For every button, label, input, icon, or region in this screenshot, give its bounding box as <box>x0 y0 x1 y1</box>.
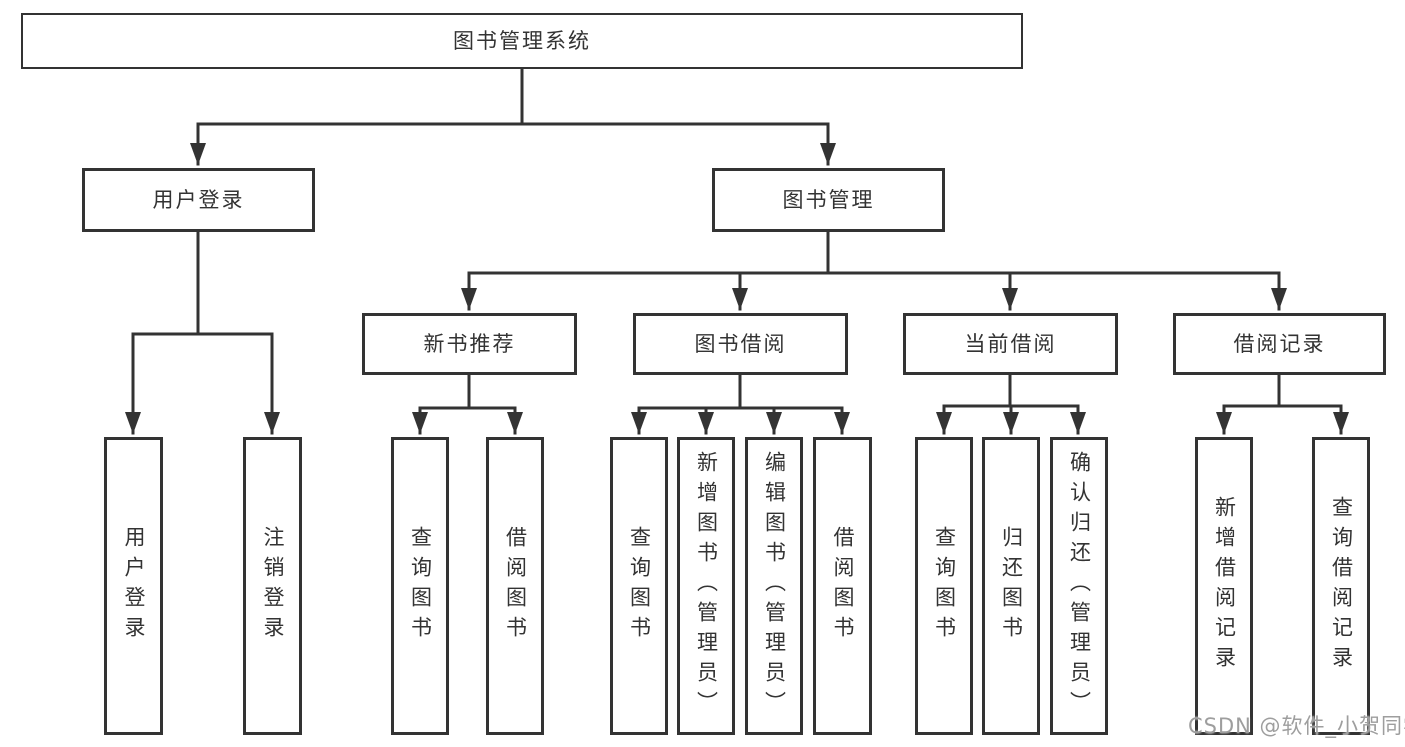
leaf-add-borrowing-record-label: 新增借阅记录 <box>1212 496 1237 676</box>
leaf-edit-books-admin: 编辑图书（管理员） <box>745 437 803 735</box>
leaf-user-login: 用户登录 <box>104 437 163 735</box>
leaf-edit-books-admin-label: 编辑图书（管理员） <box>762 451 787 721</box>
node-library-management-system: 图书管理系统 <box>21 13 1023 69</box>
leaf-logout-label: 注销登录 <box>261 526 285 646</box>
node-library-management-system-label: 图书管理系统 <box>453 28 591 53</box>
node-user-login-label: 用户登录 <box>152 187 245 212</box>
leaf-return-books: 归还图书 <box>982 437 1040 735</box>
node-book-management: 图书管理 <box>712 168 945 232</box>
node-book-management-label: 图书管理 <box>782 187 875 212</box>
leaf-confirm-return-admin-label: 确认归还（管理员） <box>1067 451 1092 721</box>
leaf-borrow-books-recommendation: 借阅图书 <box>486 437 544 735</box>
leaf-query-books-borrowing-label: 查询图书 <box>627 526 652 646</box>
leaf-query-books-recommendation: 查询图书 <box>391 437 449 735</box>
node-book-borrowing-label: 图书借阅 <box>694 331 787 356</box>
leaf-user-login-label: 用户登录 <box>122 526 146 646</box>
leaf-return-books-label: 归还图书 <box>999 526 1024 646</box>
leaf-borrow-books-label: 借阅图书 <box>831 526 855 646</box>
leaf-confirm-return-admin: 确认归还（管理员） <box>1050 437 1108 735</box>
leaf-query-books-recommendation-label: 查询图书 <box>408 526 433 646</box>
leaf-borrow-books: 借阅图书 <box>813 437 872 735</box>
node-user-login: 用户登录 <box>82 168 315 232</box>
node-borrowing-records: 借阅记录 <box>1173 313 1386 375</box>
leaf-query-books-current-label: 查询图书 <box>932 526 957 646</box>
node-book-borrowing: 图书借阅 <box>633 313 848 375</box>
node-borrowing-records-label: 借阅记录 <box>1233 331 1326 356</box>
leaf-query-borrowing-record: 查询借阅记录 <box>1312 437 1370 735</box>
leaf-query-books-current: 查询图书 <box>915 437 973 735</box>
leaf-add-borrowing-record: 新增借阅记录 <box>1195 437 1253 735</box>
node-current-borrowing-label: 当前借阅 <box>964 331 1057 356</box>
csdn-watermark: CSDN @软件_小贺同学 <box>1188 714 1405 738</box>
leaf-query-borrowing-record-label: 查询借阅记录 <box>1329 496 1354 676</box>
node-new-book-recommendation-label: 新书推荐 <box>423 331 516 356</box>
leaf-logout: 注销登录 <box>243 437 302 735</box>
node-current-borrowing: 当前借阅 <box>903 313 1118 375</box>
leaf-add-books-admin-label: 新增图书（管理员） <box>694 451 719 721</box>
leaf-borrow-books-recommendation-label: 借阅图书 <box>503 526 528 646</box>
leaf-add-books-admin: 新增图书（管理员） <box>677 437 735 735</box>
leaf-query-books-borrowing: 查询图书 <box>610 437 668 735</box>
node-new-book-recommendation: 新书推荐 <box>362 313 577 375</box>
